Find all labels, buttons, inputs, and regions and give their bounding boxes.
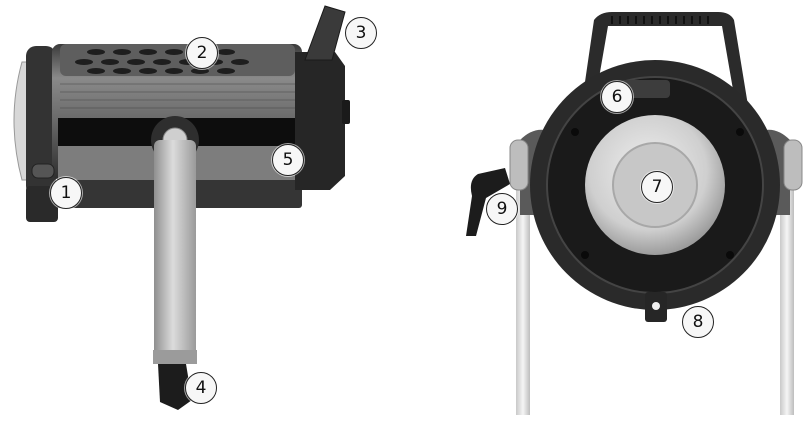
callout-6: 6 <box>601 81 633 113</box>
stand-pole-right <box>780 160 794 415</box>
handle-grip <box>611 16 709 24</box>
mount-screw-2 <box>736 128 744 136</box>
mount-screw-3 <box>581 251 589 259</box>
pivot-right <box>783 139 803 191</box>
callout-4: 4 <box>185 372 217 404</box>
rear-knob <box>342 100 350 124</box>
rear-panel <box>295 52 345 190</box>
yoke-arm <box>154 140 196 360</box>
front-bezel <box>26 46 56 196</box>
pivot-left <box>509 139 529 191</box>
mount-screw-4 <box>726 251 734 259</box>
tilt-lever <box>158 364 192 410</box>
callout-7: 7 <box>641 171 673 203</box>
power-switch <box>31 163 55 179</box>
stand-pole-left <box>516 160 530 415</box>
clip-hole <box>652 302 660 310</box>
yoke-foot <box>153 350 197 364</box>
callout-8: 8 <box>682 306 714 338</box>
callout-1: 1 <box>50 177 82 209</box>
top-handle <box>578 12 752 130</box>
callout-9: 9 <box>486 193 518 225</box>
callout-3: 3 <box>345 17 377 49</box>
body-ribs <box>60 83 295 109</box>
locking-lever <box>466 168 510 236</box>
callout-5: 5 <box>272 144 304 176</box>
callout-2: 2 <box>186 37 218 69</box>
mount-screw-1 <box>571 128 579 136</box>
top-clip <box>304 5 346 61</box>
